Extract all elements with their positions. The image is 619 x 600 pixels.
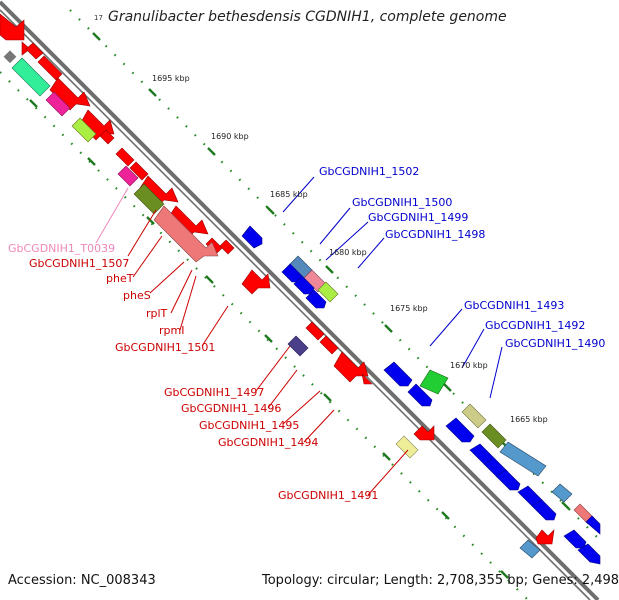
gene-label-1491: GbCGDNIH1_1491 bbox=[278, 489, 379, 502]
gene-colored bbox=[303, 269, 327, 293]
gene-forward bbox=[37, 55, 63, 81]
gene-label-1500: GbCGDNIH1_1500 bbox=[352, 196, 453, 209]
gene-forward bbox=[319, 335, 339, 355]
scale-label: 1685 kbp bbox=[270, 190, 308, 199]
gene-forward bbox=[535, 529, 555, 545]
gene-label-1493: GbCGDNIH1_1493 bbox=[464, 299, 565, 312]
gene-colored bbox=[11, 57, 51, 97]
tick-line-lower bbox=[0, 71, 529, 600]
topology-text: Topology: circular; Length: 2,708,355 bp… bbox=[262, 573, 619, 588]
gene-forward bbox=[219, 239, 235, 255]
forward-strand-genes bbox=[0, 13, 595, 545]
gene-forward bbox=[115, 147, 135, 167]
leader-lines-left bbox=[95, 187, 409, 496]
gene-colored bbox=[551, 483, 573, 503]
gene-label-1501: GbCGDNIH1_1501 bbox=[115, 341, 216, 354]
gene-reverse bbox=[293, 275, 315, 295]
gene-colored bbox=[519, 539, 541, 559]
gene-label-phet: pheT bbox=[106, 272, 134, 285]
scale-label: 1665 kbp bbox=[510, 415, 548, 424]
major-ticks bbox=[29, 32, 570, 579]
gene-label-1496: GbCGDNIH1_1496 bbox=[181, 402, 282, 415]
gene-colored bbox=[71, 117, 97, 143]
gene-forward bbox=[129, 161, 149, 181]
gene-label-1494: GbCGDNIH1_1494 bbox=[218, 436, 319, 449]
gene-colored bbox=[287, 335, 309, 357]
gene-reverse bbox=[407, 383, 433, 407]
gene-forward bbox=[361, 373, 373, 385]
scale-label: 1670 kbp bbox=[450, 361, 488, 370]
gene-reverse bbox=[495, 469, 521, 491]
scale-label: 1695 kbp bbox=[152, 74, 190, 83]
gene-reverse bbox=[577, 543, 601, 565]
gene-forward bbox=[333, 351, 369, 383]
gene-forward bbox=[305, 321, 325, 341]
title-fragment: 17 bbox=[94, 14, 103, 22]
gene-label-rpmi: rpmI bbox=[159, 324, 185, 337]
gene-colored bbox=[317, 281, 339, 303]
gene-label-1492: GbCGDNIH1_1492 bbox=[485, 319, 586, 332]
gene-forward bbox=[241, 269, 271, 295]
genome-map bbox=[0, 0, 601, 600]
gene-colored bbox=[419, 369, 449, 395]
gene-reverse bbox=[563, 529, 587, 549]
gene-reverse bbox=[383, 361, 413, 387]
gene-reverse bbox=[305, 289, 327, 309]
gene-label-t0039: GbCGDNIH1_T0039 bbox=[8, 242, 116, 255]
gene-forward bbox=[25, 42, 44, 60]
reverse-strand-genes bbox=[241, 225, 601, 565]
scale-label: 1690 kbp bbox=[211, 132, 249, 141]
gene-reverse bbox=[531, 499, 557, 521]
gene-reverse bbox=[241, 225, 263, 249]
gene-label-phes: pheS bbox=[123, 289, 151, 302]
gene-label-rplt: rplT bbox=[146, 307, 168, 320]
gene-label-1507: GbCGDNIH1_1507 bbox=[29, 257, 130, 270]
gene-colored bbox=[395, 435, 419, 459]
scale-label: 1675 kbp bbox=[390, 304, 428, 313]
gene-forward bbox=[0, 13, 25, 41]
gene-colored bbox=[499, 441, 547, 477]
gene-forward bbox=[413, 425, 435, 441]
gene-colored bbox=[45, 91, 71, 117]
gene-label-1499: GbCGDNIH1_1499 bbox=[368, 211, 469, 224]
gene-label-1497: GbCGDNIH1_1497 bbox=[164, 386, 265, 399]
leader-lines-right bbox=[282, 176, 503, 399]
gene-colored bbox=[481, 423, 507, 449]
gene-label-1495: GbCGDNIH1_1495 bbox=[199, 419, 300, 432]
gene-colored bbox=[461, 403, 487, 429]
genome-backbone bbox=[0, 0, 600, 600]
page-title: Granulibacter bethesdensis CGDNIH1, comp… bbox=[108, 9, 507, 25]
gene-reverse bbox=[585, 515, 601, 535]
gene-forward bbox=[21, 41, 31, 56]
gene-colored bbox=[153, 205, 219, 263]
gene-colored bbox=[117, 165, 139, 187]
gene-label-1502: GbCGDNIH1_1502 bbox=[319, 165, 420, 178]
gene-forward bbox=[3, 50, 17, 64]
gene-label-1498: GbCGDNIH1_1498 bbox=[385, 228, 486, 241]
accession-text: Accession: NC_008343 bbox=[8, 573, 156, 588]
gene-label-1490: GbCGDNIH1_1490 bbox=[505, 337, 606, 350]
gene-reverse bbox=[445, 417, 475, 443]
scale-label: 1680 kbp bbox=[329, 248, 367, 257]
gene-forward bbox=[99, 129, 115, 145]
